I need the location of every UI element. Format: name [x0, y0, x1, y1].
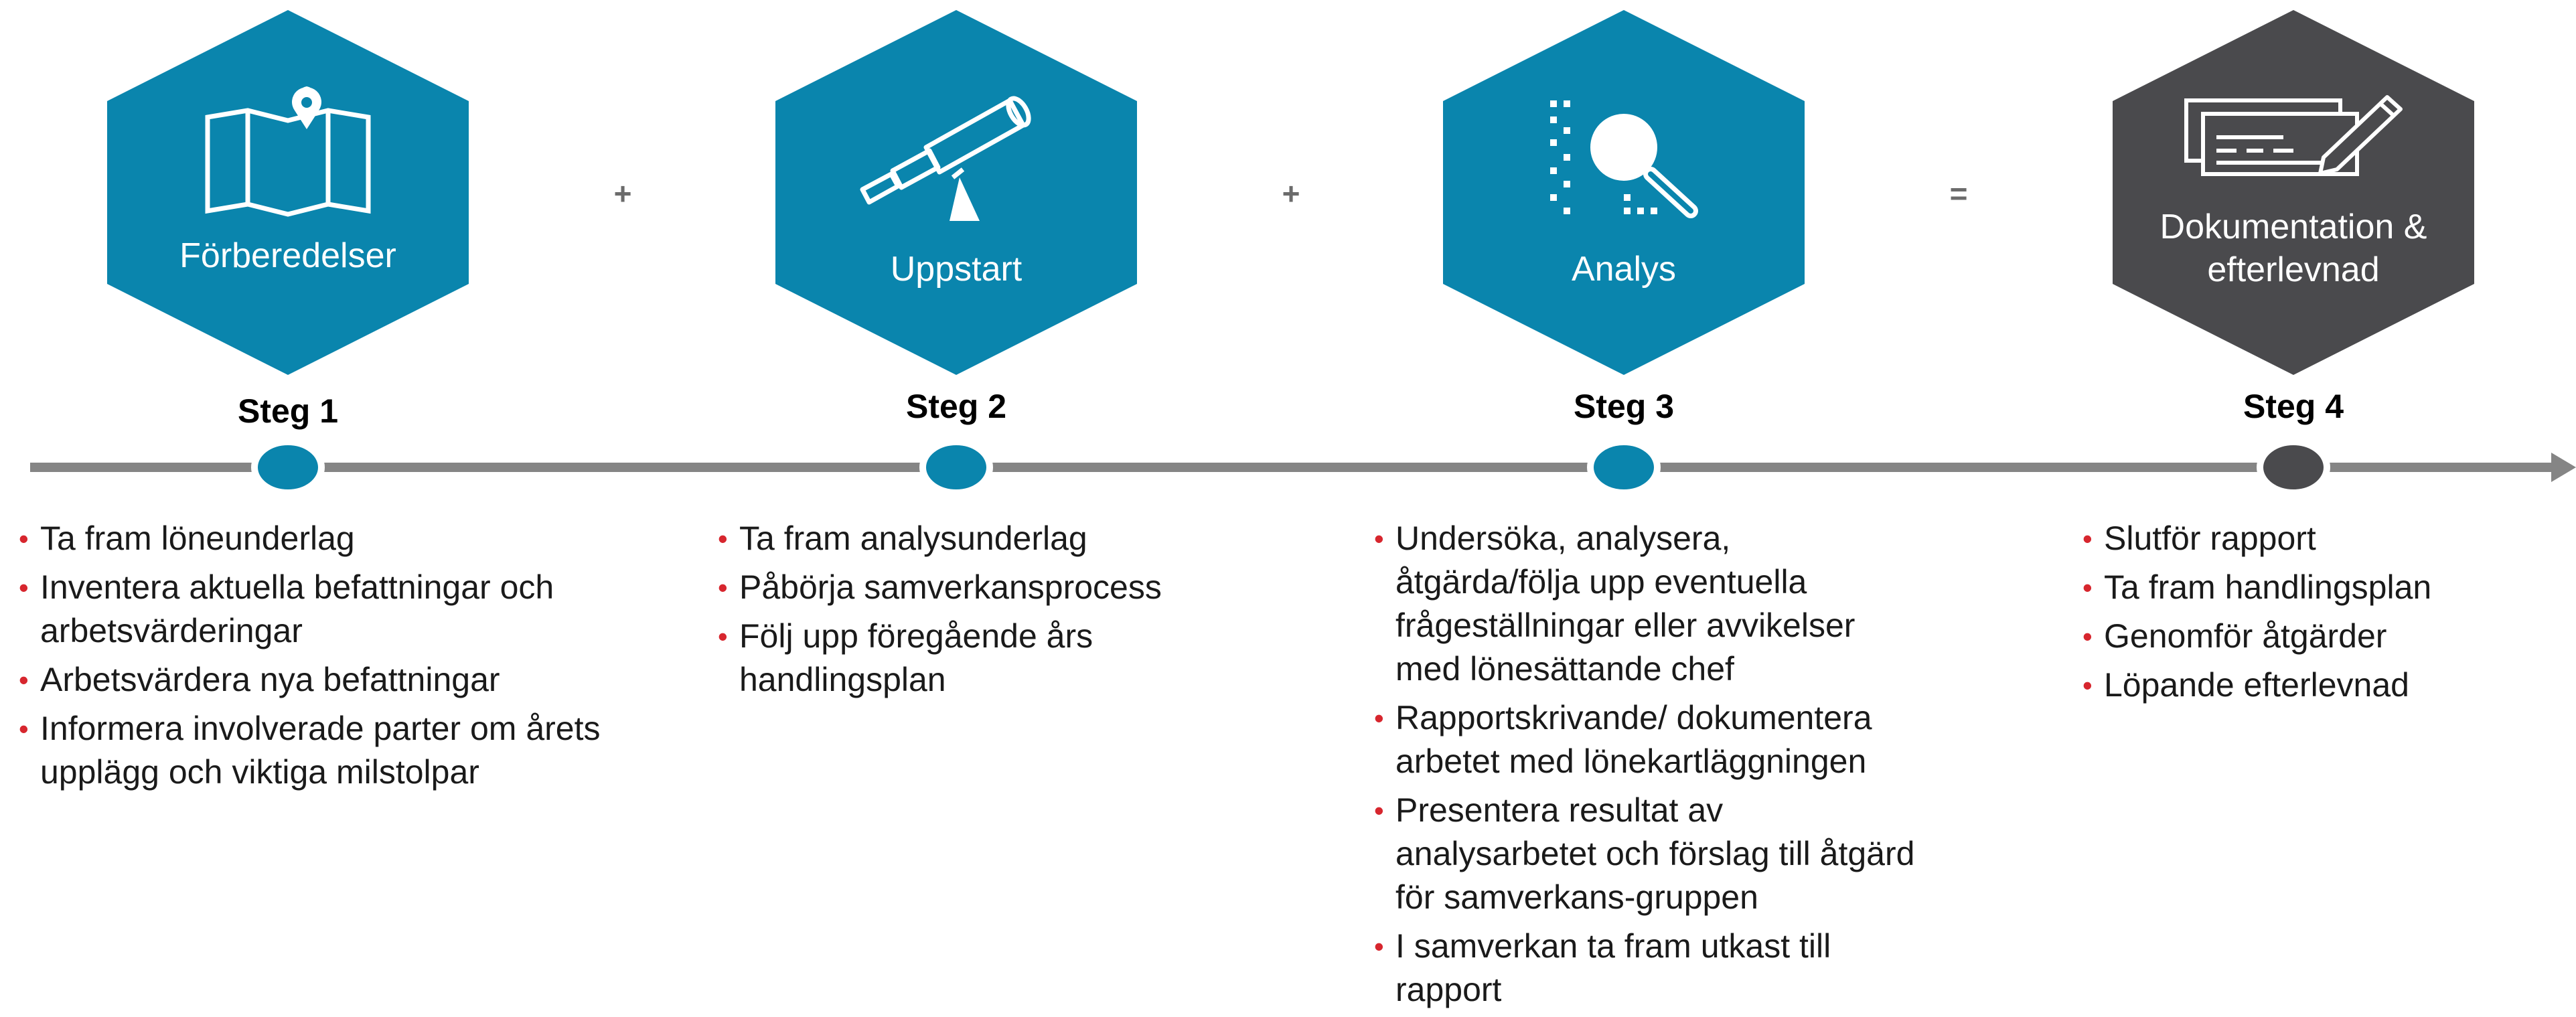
- step-2-bullets: Ta fram analysunderlag Påbörja samverkan…: [718, 517, 1227, 707]
- document-pen-icon: [2184, 95, 2403, 176]
- step-1-label: Förberedelser: [179, 236, 396, 275]
- list-item: Ta fram handlingsplan: [2082, 566, 2551, 609]
- step-4-label: Dokumentation & efterlevnad: [2160, 208, 2427, 289]
- plus-operator-2: +: [1282, 176, 1300, 211]
- list-item: Ta fram analysunderlag: [718, 517, 1227, 560]
- step-1-bullets: Ta fram löneunderlag Inventera aktuella …: [19, 517, 648, 799]
- step-4-title: Steg 4: [2243, 388, 2344, 425]
- step-2-label: Uppstart: [890, 250, 1022, 289]
- timeline-node-4: [2257, 439, 2330, 496]
- timeline-node-2: [919, 439, 993, 496]
- list-item: Undersöka, analysera, åtgärda/följa upp …: [1374, 517, 1923, 691]
- timeline-node-3: [1587, 439, 1661, 496]
- list-item: Rapportskrivande/ dokumentera arbetet me…: [1374, 696, 1923, 783]
- step-3-title: Steg 3: [1573, 388, 1675, 425]
- map-pin-icon: [205, 86, 371, 217]
- step-4-bullets: Slutför rapport Ta fram handlingsplan Ge…: [2082, 517, 2551, 712]
- list-item: Informera involverade parter om årets up…: [19, 707, 648, 794]
- list-item: Arbetsvärdera nya befattningar: [19, 658, 648, 702]
- list-item: Genomför åtgärder: [2082, 615, 2551, 658]
- list-item: Löpande efterlevnad: [2082, 663, 2551, 707]
- step-2-title: Steg 2: [905, 388, 1007, 425]
- step-1-hexagon: Förberedelser: [107, 10, 469, 375]
- list-item: Följ upp föregående års handlingsplan: [718, 615, 1227, 702]
- step-2-hexagon: Uppstart: [775, 10, 1137, 375]
- list-item: Ta fram löneunderlag: [19, 517, 648, 560]
- step-3-hexagon: Analys: [1443, 10, 1805, 375]
- list-item: Presentera resultat av analysarbetet och…: [1374, 789, 1923, 919]
- list-item: I samverkan ta fram utkast till rapport: [1374, 925, 1923, 1012]
- step-1-title: Steg 1: [237, 392, 339, 430]
- timeline-node-1: [251, 439, 325, 496]
- equals-operator: =: [1949, 176, 1968, 211]
- step-3-bullets: Undersöka, analysera, åtgärda/följa upp …: [1374, 517, 1923, 1017]
- list-item: Påbörja samverkansprocess: [718, 566, 1227, 609]
- magnifier-icon: [1550, 100, 1698, 218]
- step-3-label: Analys: [1571, 250, 1677, 289]
- telescope-icon: [860, 96, 1031, 221]
- list-item: Slutför rapport: [2082, 517, 2551, 560]
- list-item: Inventera aktuella befattningar och arbe…: [19, 566, 648, 653]
- step-4-hexagon: Dokumentation & efterlevnad: [2113, 10, 2474, 375]
- plus-operator-1: +: [613, 176, 632, 211]
